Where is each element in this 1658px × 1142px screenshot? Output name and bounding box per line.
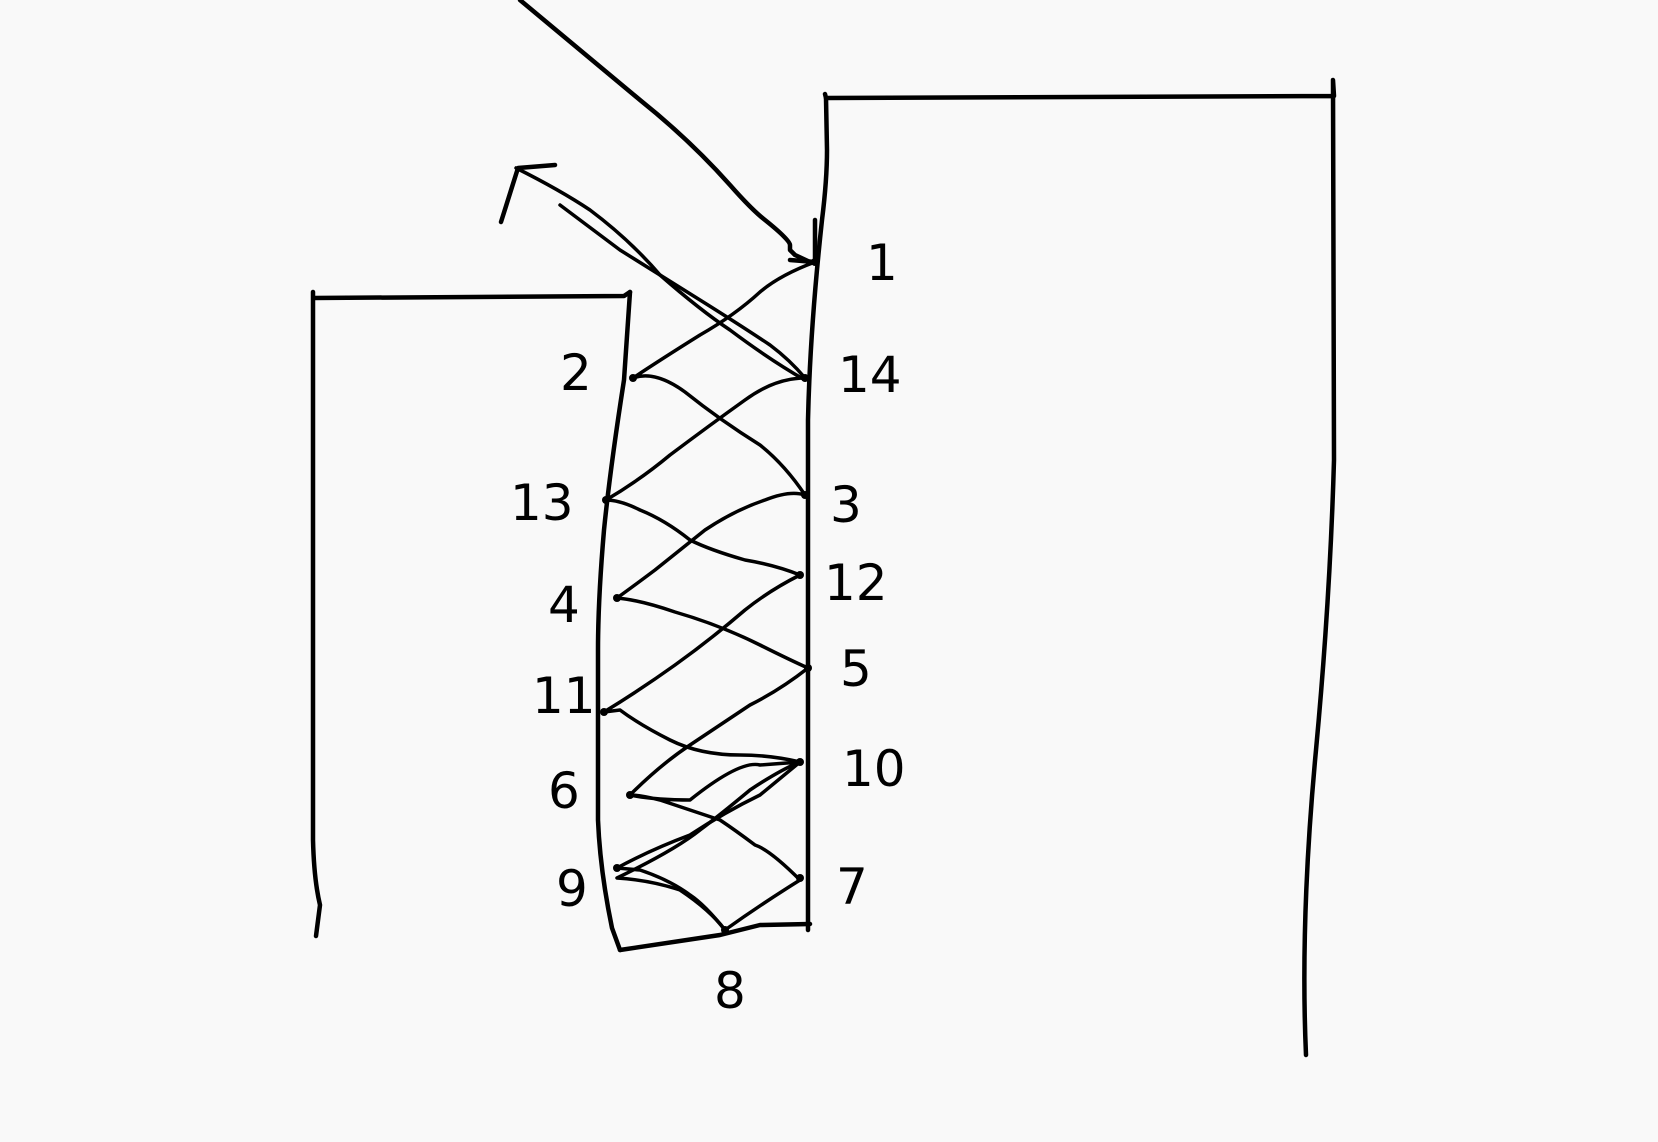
eyelet-dot (811, 258, 819, 266)
eyelet-dot (796, 874, 804, 882)
eyelet-dot (629, 374, 637, 382)
eyelet-dot (613, 864, 621, 872)
eyelet-dot (600, 708, 608, 716)
eyelet-label-13: 13 (510, 474, 574, 532)
eyelet-label-10: 10 (842, 740, 906, 798)
eyelet-dot (796, 758, 804, 766)
eyelet-label-14: 14 (838, 346, 902, 404)
eyelet-label-7: 7 (836, 858, 868, 916)
lace-strip-left-edge (595, 289, 633, 953)
eyelet-label-9: 9 (556, 860, 588, 918)
eyelet-label-1: 1 (866, 234, 898, 292)
eyelet-dot (804, 664, 812, 672)
eyelet-label-4: 4 (548, 576, 580, 634)
eyelet-dot (721, 926, 729, 934)
eyelet-dot (602, 496, 610, 504)
lace-strip-bottom-edge (617, 921, 813, 953)
lace-strip-right-edge (805, 95, 830, 933)
left-panel-outline (310, 289, 633, 939)
eyelet-label-12: 12 (824, 554, 888, 612)
eyelet-label-11: 11 (532, 667, 596, 725)
eyelet-dot (801, 491, 809, 499)
lace-cross-return (558, 203, 807, 932)
right-panel-outline (822, 77, 1337, 1058)
eyelet-label-5: 5 (840, 640, 872, 698)
eyelet-label-2: 2 (560, 344, 592, 402)
eyelet-dot (613, 594, 621, 602)
eyelet-label-8: 8 (714, 962, 746, 1020)
lace-entry-line (517, 0, 813, 265)
lace-path (615, 260, 817, 932)
eyelet-dot (801, 374, 809, 382)
exit-arrowhead (498, 162, 558, 225)
eyelet-label-6: 6 (548, 762, 580, 820)
eyelet-label-3: 3 (830, 476, 862, 534)
eyelet-dot (626, 791, 634, 799)
eyelet-dots (600, 258, 819, 934)
eyelet-dot (796, 571, 804, 579)
